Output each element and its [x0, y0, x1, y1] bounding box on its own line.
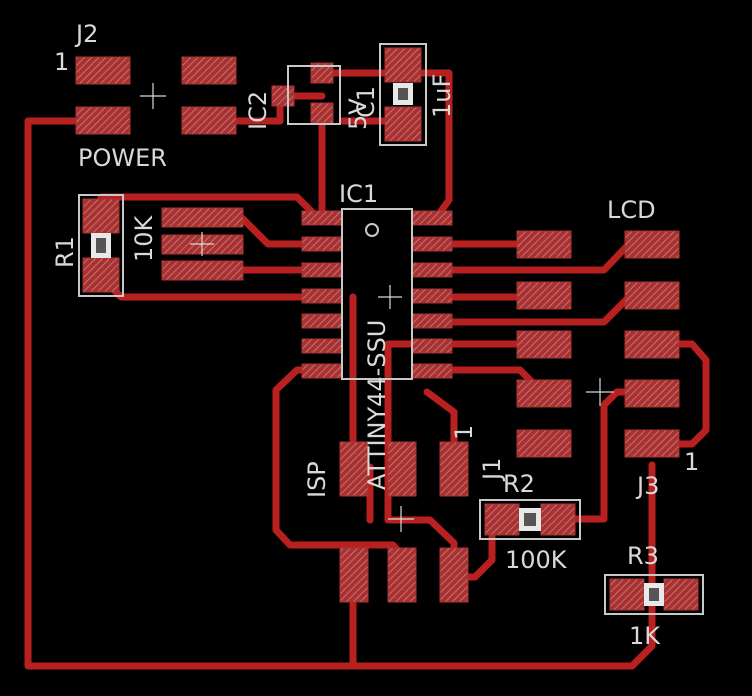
label-lcd: LCD	[607, 196, 656, 224]
pad-lcd-r3	[624, 330, 680, 359]
pad-ic1-l4	[301, 288, 343, 304]
pad-lcd-r1	[624, 230, 680, 259]
label-j1-pin1: 1	[450, 425, 478, 440]
pad-lcd-l4	[516, 379, 572, 408]
r2-outline	[479, 499, 581, 540]
trace-gnd-loop	[24, 117, 656, 670]
pad-r1-2	[82, 257, 120, 293]
pad-xtal-1	[161, 207, 244, 228]
silkscreen-outlines	[78, 43, 704, 615]
label-r1-value: 10K	[130, 214, 158, 262]
r1-outline	[78, 194, 124, 297]
pad-ic1-r5	[411, 313, 453, 329]
label-r3-value: 1K	[629, 622, 661, 650]
pad-lcd-r5	[624, 429, 680, 458]
label-power: POWER	[78, 144, 167, 172]
pad-ic1-l5	[301, 313, 343, 329]
pad-j2-2	[181, 56, 237, 85]
pad-xtal-3	[161, 260, 244, 281]
pad-ic2-3	[310, 102, 334, 124]
c1-outline	[379, 43, 427, 146]
pad-ic1-r2	[411, 236, 453, 252]
pad-c1-2	[384, 106, 422, 142]
pad-lcd-l5	[516, 429, 572, 458]
pad-j2-3	[75, 106, 131, 135]
pad-isp-4	[339, 547, 369, 603]
r3-outline	[604, 574, 704, 615]
label-ic1: IC1	[339, 180, 378, 208]
pad-lcd-l3	[516, 330, 572, 359]
pad-ic1-l1	[301, 210, 343, 226]
label-j2-pin1: 1	[54, 48, 69, 76]
label-j2: J2	[74, 20, 98, 48]
pad-ic1-l7	[301, 363, 343, 379]
label-c1: C1	[352, 86, 380, 118]
label-j1: J1	[478, 458, 506, 482]
trace-j3-loop	[647, 340, 710, 448]
pad-ic1-r6	[411, 338, 453, 354]
pad-isp-5	[387, 547, 417, 603]
ic1-outline	[341, 208, 413, 380]
pad-ic1-l2	[301, 236, 343, 252]
ic2-outline	[287, 65, 341, 125]
label-ic2: IC2	[244, 91, 272, 130]
pad-ic1-l6	[301, 338, 343, 354]
label-c1-value: 1uF	[428, 74, 456, 118]
pad-lcd-l2	[516, 281, 572, 310]
pad-lcd-l1	[516, 230, 572, 259]
label-j3: J3	[635, 472, 659, 500]
pad-ic2-1	[310, 62, 334, 84]
r1-body-core	[96, 238, 106, 253]
pad-isp-3	[439, 441, 469, 497]
pad-j2-1	[75, 56, 131, 85]
c1-body-core	[398, 88, 408, 100]
pad-isp-1	[339, 441, 369, 497]
pad-ic2-2	[271, 85, 295, 107]
r2-body-core	[524, 513, 536, 526]
label-r1: R1	[51, 236, 79, 268]
pad-lcd-r4	[624, 379, 680, 408]
pad-r3-2	[663, 578, 699, 611]
pad-j2-4	[181, 106, 237, 135]
pad-isp-2	[387, 441, 417, 497]
origin-crosshairs	[140, 83, 614, 532]
pad-r3-1	[609, 578, 645, 611]
label-5v: 5V	[344, 98, 372, 130]
label-ic1-part: ATTINY44-SSU	[363, 320, 391, 490]
label-r3: R3	[627, 542, 659, 570]
pad-ic1-l3	[301, 262, 343, 278]
pad-ic1-r3	[411, 262, 453, 278]
pad-r1-1	[82, 198, 120, 234]
trace-xtal-1	[238, 214, 322, 248]
trace-c1-top	[318, 69, 453, 222]
component-bodies	[91, 83, 664, 606]
ic1-pin1-mark	[365, 223, 379, 237]
label-r2: R2	[503, 470, 535, 498]
pad-r2-1	[484, 503, 520, 536]
pad-ic1-r4	[411, 288, 453, 304]
label-j3-pin1: 1	[684, 448, 699, 476]
label-isp: ISP	[303, 461, 331, 498]
trace-vin	[205, 92, 326, 125]
pad-lcd-r2	[624, 281, 680, 310]
pad-ic1-r7	[411, 363, 453, 379]
r3-body-core	[649, 588, 659, 601]
pad-isp-6	[439, 547, 469, 603]
pad-ic1-r1	[411, 210, 453, 226]
label-r2-value: 100K	[505, 546, 568, 574]
pad-r2-2	[540, 503, 576, 536]
silkscreen-text: J2 1 POWER IC2 5V C1 1uF IC1 ATTINY44-SS…	[51, 20, 699, 650]
pads	[75, 47, 699, 611]
pad-c1-1	[384, 47, 422, 83]
